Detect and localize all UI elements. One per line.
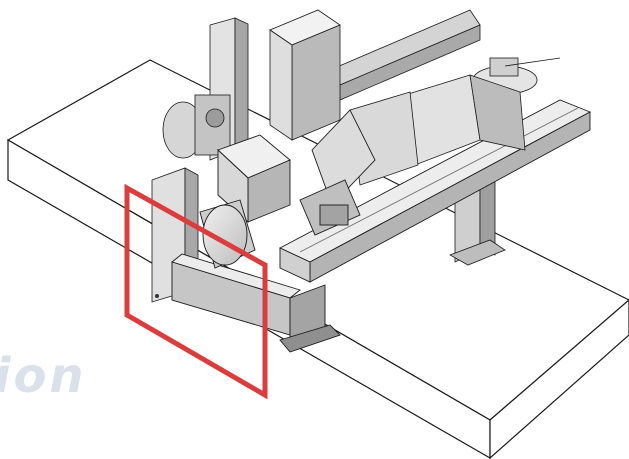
gantry-saddle [299,109,376,236]
motor-icon [162,94,231,159]
rear-rail [329,9,481,101]
watermark-text: ion [0,348,87,404]
front-crossbeam [171,253,341,353]
detail-dot [155,294,159,298]
highlight-box [124,183,268,400]
